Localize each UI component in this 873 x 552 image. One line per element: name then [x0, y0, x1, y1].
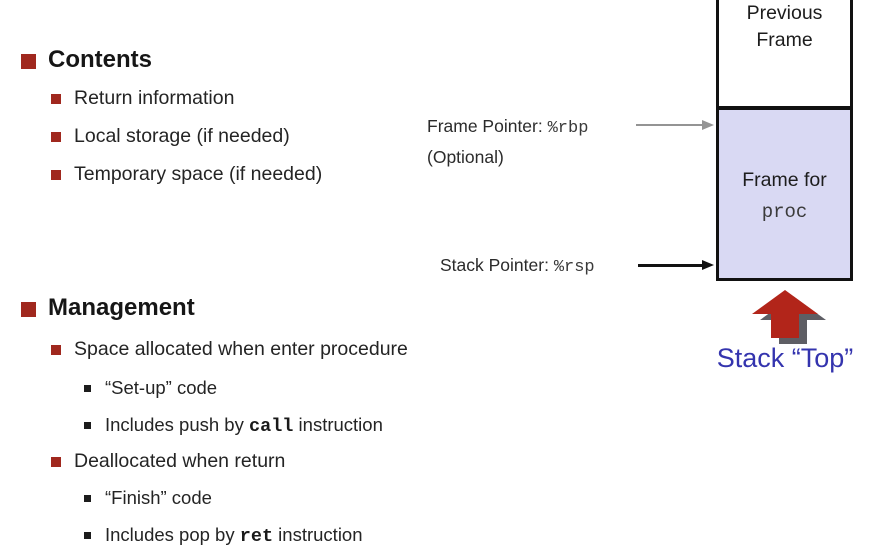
frame-pointer-arrow: [636, 124, 704, 126]
list-item: Deallocated when return: [51, 450, 285, 473]
list-item: “Set-up” code: [84, 377, 217, 399]
list-item: Return information: [51, 87, 234, 110]
list-item-label: Deallocated when return: [74, 450, 286, 472]
bullet-square-icon: [84, 385, 91, 392]
ret-instruction-code: ret: [239, 526, 274, 547]
list-item: Includes push by call instruction: [84, 414, 383, 438]
bullet-square-icon: [51, 345, 61, 355]
bullet-square-icon: [21, 302, 36, 317]
list-item-label: Includes pop by ret instruction: [105, 524, 363, 547]
optional-note: (Optional): [427, 147, 504, 167]
frame-pointer-label: Frame Pointer: %rbp (Optional): [427, 112, 588, 171]
list-item: Includes pop by ret instruction: [84, 524, 363, 548]
bullet-square-icon: [51, 170, 61, 180]
call-instruction-code: call: [248, 416, 294, 437]
list-item-label: Local storage (if needed): [74, 125, 290, 147]
previous-frame-label: Previous Frame: [746, 2, 823, 51]
proc-code: proc: [761, 201, 808, 223]
bullet-square-icon: [84, 495, 91, 502]
list-item: Local storage (if needed): [51, 125, 290, 148]
list-item-label: “Set-up” code: [105, 377, 218, 398]
bullet-square-icon: [51, 132, 61, 142]
section-title: Contents: [48, 46, 152, 73]
bullet-square-icon: [84, 422, 91, 429]
proc-frame-label: Frame for proc: [719, 164, 850, 228]
stack-pointer-label: Stack Pointer: %rsp: [440, 255, 595, 277]
management-heading: Management: [21, 294, 195, 323]
list-item-label: Temporary space (if needed): [74, 163, 323, 185]
previous-frame-box: Previous Frame: [716, 0, 853, 108]
list-item: “Finish” code: [84, 487, 212, 509]
rsp-register: %rsp: [553, 258, 595, 277]
list-item-label: Includes push by call instruction: [105, 414, 383, 437]
stack-pointer-arrowhead-icon: [702, 260, 714, 270]
list-item-label: “Finish” code: [105, 487, 212, 508]
frame-pointer-arrowhead-icon: [702, 120, 714, 130]
list-item: Space allocated when enter procedure: [51, 338, 408, 361]
rbp-register: %rbp: [547, 119, 589, 138]
stack-top-arrow-icon: [752, 290, 826, 344]
bullet-square-icon: [51, 457, 61, 467]
contents-heading: Contents: [21, 46, 152, 75]
list-item-label: Return information: [74, 87, 235, 109]
list-item-label: Space allocated when enter procedure: [74, 338, 408, 360]
section-title: Management: [48, 294, 195, 321]
bullet-square-icon: [21, 54, 36, 69]
stack-top-label: Stack “Top”: [716, 343, 854, 373]
list-item: Temporary space (if needed): [51, 163, 322, 186]
stack-pointer-arrow: [638, 264, 704, 267]
proc-frame-box: Frame for proc: [716, 108, 853, 281]
bullet-square-icon: [51, 94, 61, 104]
bullet-square-icon: [84, 532, 91, 539]
